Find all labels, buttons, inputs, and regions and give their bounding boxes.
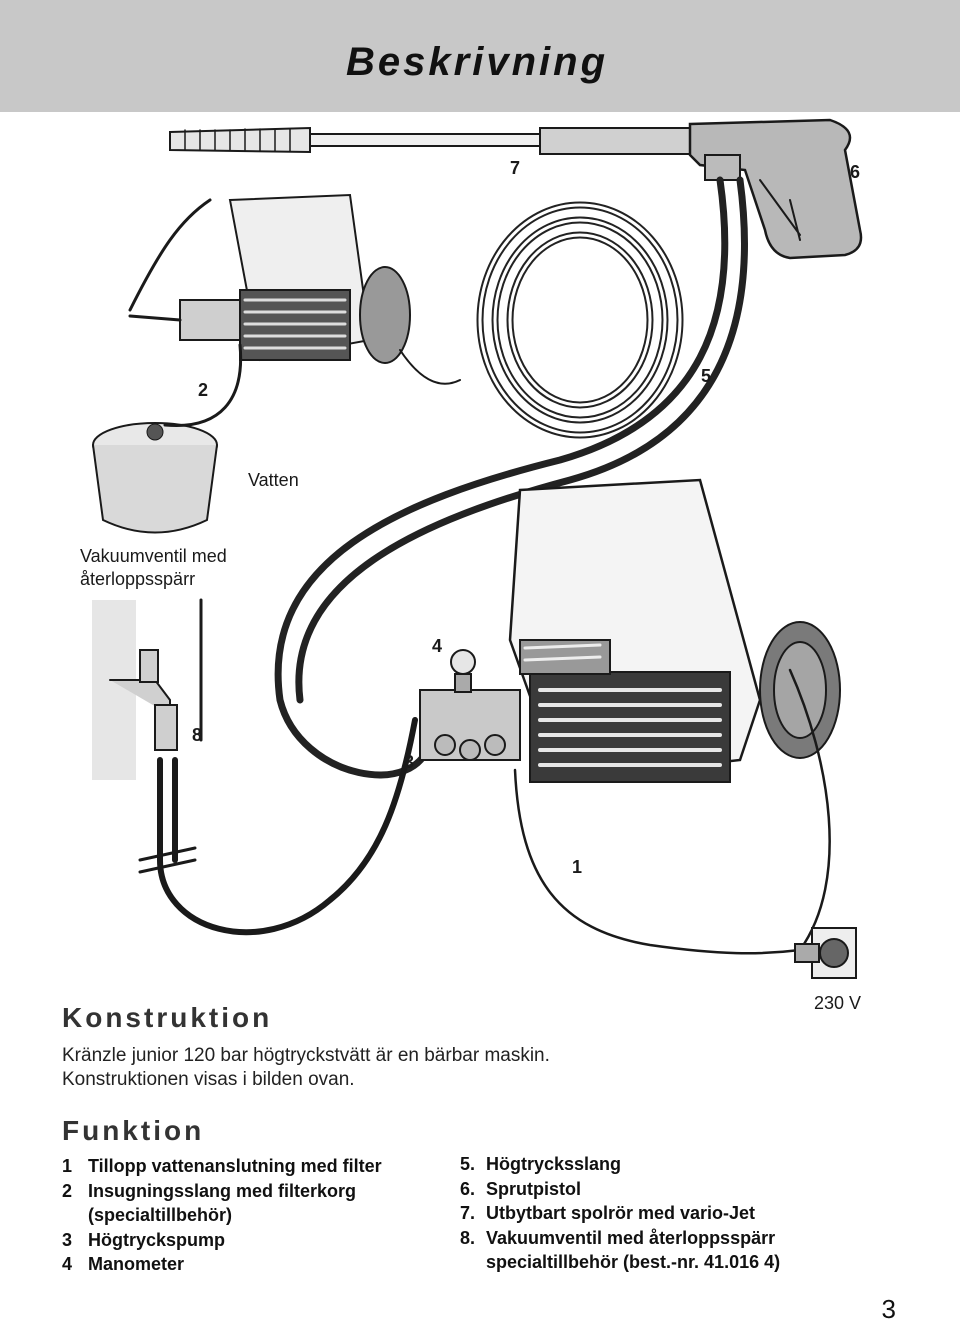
label-valve-line2: återloppsspärr: [80, 569, 196, 589]
pump-icon: [419, 689, 521, 761]
label-5: 5: [701, 366, 712, 386]
water-tap-icon: [109, 649, 178, 751]
konstruktion-text: Kränzle junior 120 bar högtryckstvätt är…: [62, 1044, 550, 1092]
high-pressure-machine-icon: [508, 478, 841, 783]
funktion-heading: Funktion: [62, 1115, 205, 1146]
pressure-washer-illustration: [92, 118, 863, 979]
label-4: 4: [432, 636, 443, 656]
konstruktion-line1: Kränzle junior 120 bar högtryckstvätt är…: [62, 1045, 550, 1066]
power-cable-icon: [513, 668, 831, 955]
label-water: Vatten: [248, 470, 299, 490]
list-item: 6.Sprutpistol: [460, 1178, 581, 1199]
page-title: Beskrivning: [346, 40, 608, 84]
spray-lance-icon: [169, 126, 691, 155]
manometer-icon: [450, 649, 476, 693]
water-bucket-icon: [92, 343, 243, 534]
list-item: 7.Utbytbart spolrör med vario-Jet: [460, 1203, 756, 1223]
label-6: 6: [850, 162, 861, 182]
funktion-list-right: 5.Högtrycksslang 6.Sprutpistol 7.Utbytba…: [460, 1152, 780, 1275]
label-voltage: 230 V: [814, 993, 862, 1013]
label-2: 2: [198, 380, 209, 400]
power-socket-icon: [794, 927, 857, 979]
list-item: 8.Vakuumventil med återloppsspärr: [460, 1227, 776, 1248]
konstruktion-heading: Konstruktion: [62, 1002, 273, 1033]
list-item: 5.Högtrycksslang: [460, 1154, 622, 1174]
label-valve-line1: Vakuumventil med: [80, 546, 227, 566]
label-8: 8: [192, 725, 203, 745]
inlet-hose-icon: [157, 717, 418, 936]
label-3: 3: [404, 752, 415, 772]
label-1: 1: [572, 857, 583, 877]
page-header: Beskrivning: [0, 0, 960, 112]
small-machine-icon: [128, 193, 461, 385]
label-7: 7: [510, 158, 521, 178]
list-item: (specialtillbehör): [88, 1205, 233, 1225]
list-item: specialtillbehör (best.-nr. 41.016 4): [486, 1252, 781, 1272]
spray-gun-icon: [688, 118, 863, 260]
konstruktion-line2: Konstruktionen visas i bilden ovan.: [62, 1069, 355, 1090]
page-number: 3: [881, 1294, 896, 1324]
